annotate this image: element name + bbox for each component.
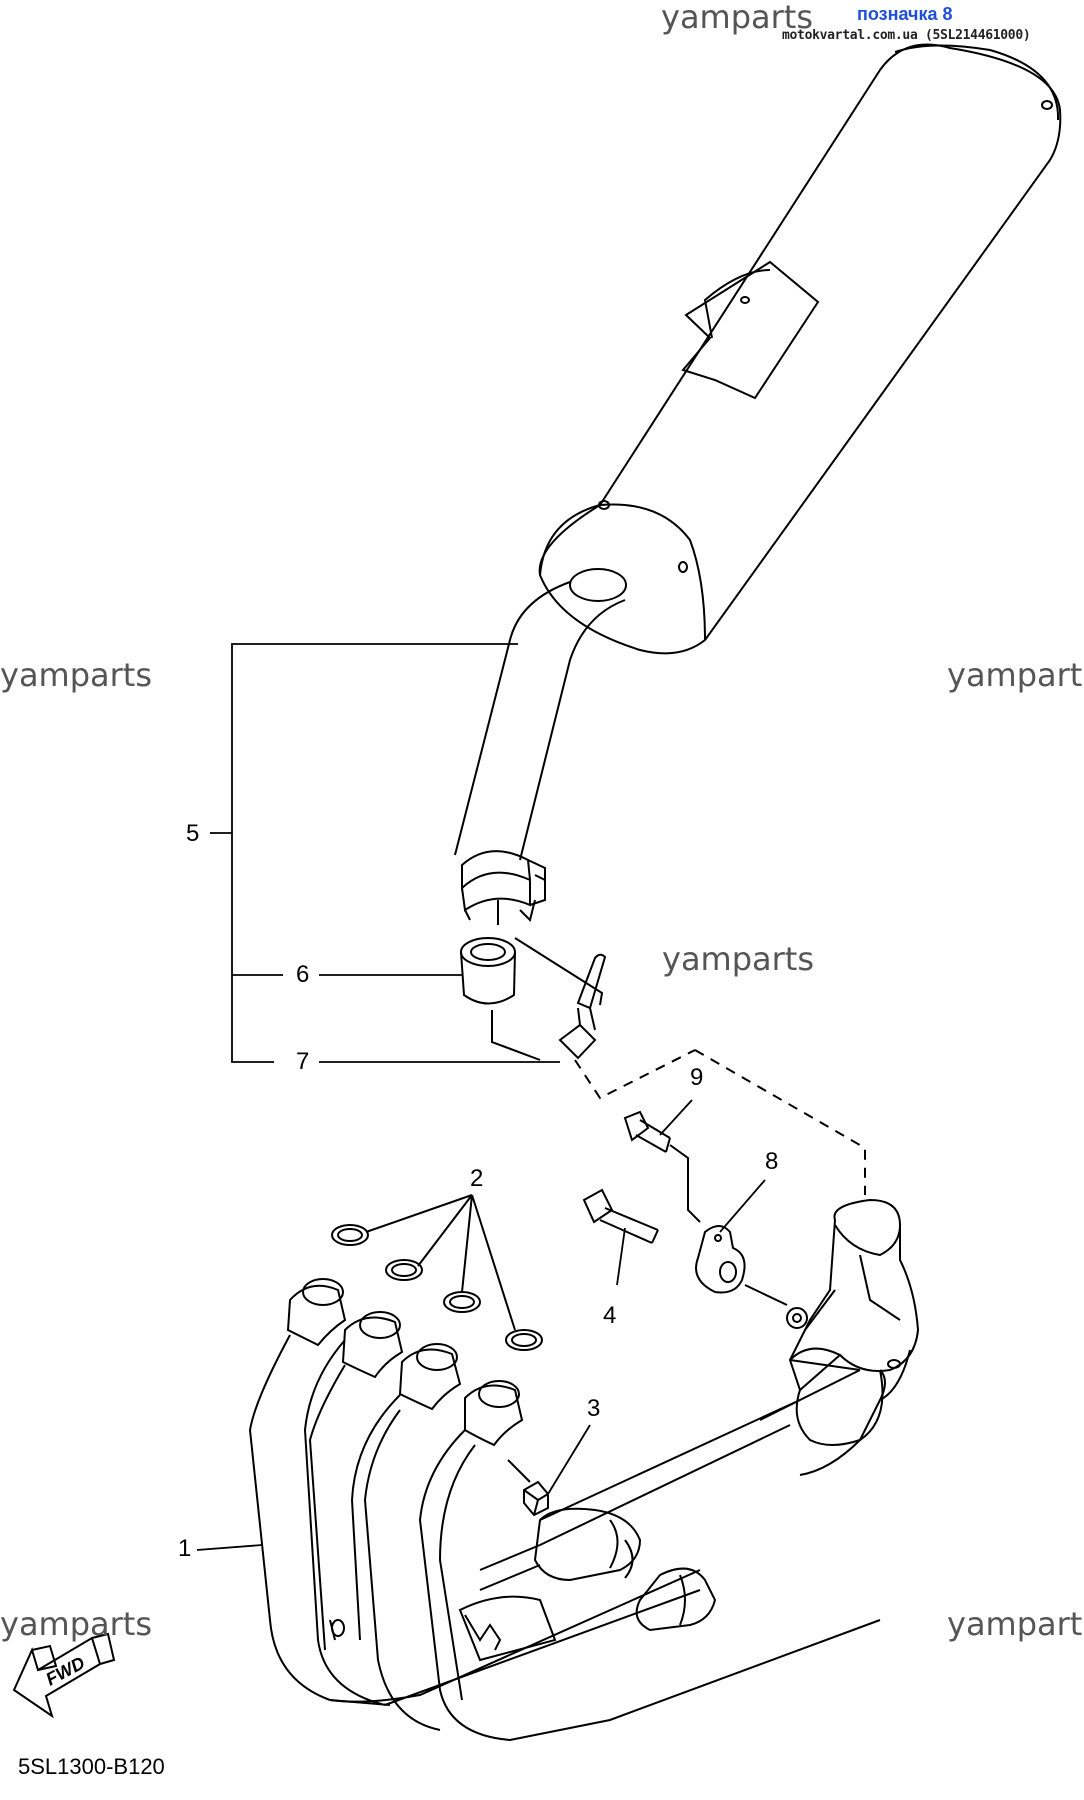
callout-5: 5 xyxy=(186,820,200,847)
drawing-code: 5SL1300-B120 xyxy=(18,1754,165,1779)
muffler-rear-ring xyxy=(894,44,1060,121)
site-reference: motokvartal.com.ua (5SL214461000) xyxy=(782,28,1031,43)
watermark-left-upper: yamparts xyxy=(0,656,153,694)
gasket-6 xyxy=(460,937,516,967)
gasket-2b xyxy=(385,1259,423,1281)
gasket-2d xyxy=(505,1329,543,1351)
pipe-clamp xyxy=(461,850,532,891)
nut-3 xyxy=(523,1480,549,1517)
watermark-top: yamparts xyxy=(661,0,814,36)
collector xyxy=(533,1507,642,1582)
callout-4: 4 xyxy=(603,1302,617,1329)
callout-8: 8 xyxy=(765,1148,779,1175)
mark-link[interactable]: позначка 8 xyxy=(857,4,953,24)
callout-6: 6 xyxy=(296,961,310,988)
watermark-middle: yamparts xyxy=(662,940,815,978)
watermark-right-upper: yamparts xyxy=(947,656,1084,694)
bolt-9 xyxy=(623,1110,650,1142)
muffler-inlet xyxy=(569,568,627,602)
callout-1: 1 xyxy=(178,1535,192,1562)
callout-3: 3 xyxy=(587,1395,601,1422)
link-pipe xyxy=(454,581,626,861)
watermark-left-lower: yamparts xyxy=(0,1605,153,1643)
header-flange-2 xyxy=(341,1316,404,1379)
header-pipes xyxy=(248,1334,881,1742)
callout-7: 7 xyxy=(296,1048,310,1075)
muffler-bracket xyxy=(681,260,820,400)
bolt-4 xyxy=(582,1188,614,1224)
bolt-7 xyxy=(576,953,607,1010)
y-pipe xyxy=(788,1198,920,1392)
header-flange-1 xyxy=(286,1284,347,1347)
callout-2: 2 xyxy=(470,1165,484,1192)
header-flange-4 xyxy=(464,1384,524,1447)
muffler-body xyxy=(538,43,1062,655)
callout-9: 9 xyxy=(690,1064,704,1091)
fwd-arrow-icon xyxy=(12,1632,116,1719)
header-flange-3 xyxy=(398,1348,462,1411)
muffler-end-cap xyxy=(539,503,706,641)
watermark-right-lower: yamparts xyxy=(947,1605,1084,1643)
gasket-2a xyxy=(331,1224,369,1246)
